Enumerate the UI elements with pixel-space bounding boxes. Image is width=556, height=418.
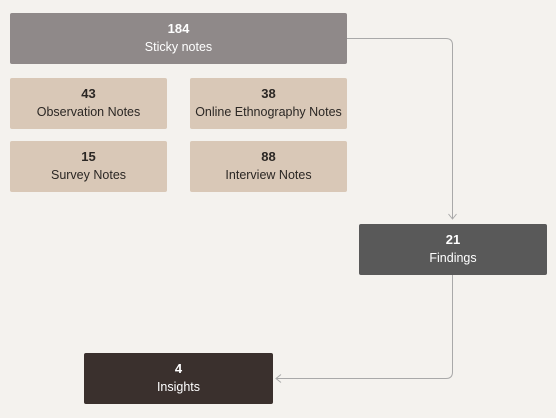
- connector-sticky-to-findings: [347, 38, 453, 218]
- sticky-notes-count: 184: [167, 21, 190, 36]
- online-ethnography-notes-label: Online Ethnography Notes: [195, 105, 342, 119]
- observation-notes-count: 43: [81, 86, 96, 101]
- observation-notes-label: Observation Notes: [36, 105, 141, 119]
- interview-notes-box: 88 Interview Notes: [190, 141, 347, 192]
- observation-notes-box: 43 Observation Notes: [10, 78, 167, 129]
- insights-label: Insights: [156, 380, 201, 394]
- online-ethnography-notes-box: 38 Online Ethnography Notes: [190, 78, 347, 129]
- survey-notes-count: 15: [81, 149, 96, 164]
- insights-box: 4 Insights: [84, 353, 273, 404]
- findings-box: 21 Findings: [359, 224, 547, 275]
- survey-notes-label: Survey Notes: [50, 168, 127, 182]
- sticky-notes-box: 184 Sticky notes: [10, 13, 347, 64]
- sticky-notes-label: Sticky notes: [144, 40, 213, 54]
- arrowhead-findings: [448, 213, 457, 220]
- arrowhead-insights: [275, 374, 282, 383]
- online-ethnography-notes-count: 38: [261, 86, 276, 101]
- survey-notes-box: 15 Survey Notes: [10, 141, 167, 192]
- interview-notes-count: 88: [261, 149, 276, 164]
- insights-count: 4: [174, 361, 183, 376]
- interview-notes-label: Interview Notes: [225, 168, 312, 182]
- findings-label: Findings: [429, 251, 477, 265]
- findings-count: 21: [445, 232, 461, 247]
- connector-findings-to-insights: [277, 275, 453, 379]
